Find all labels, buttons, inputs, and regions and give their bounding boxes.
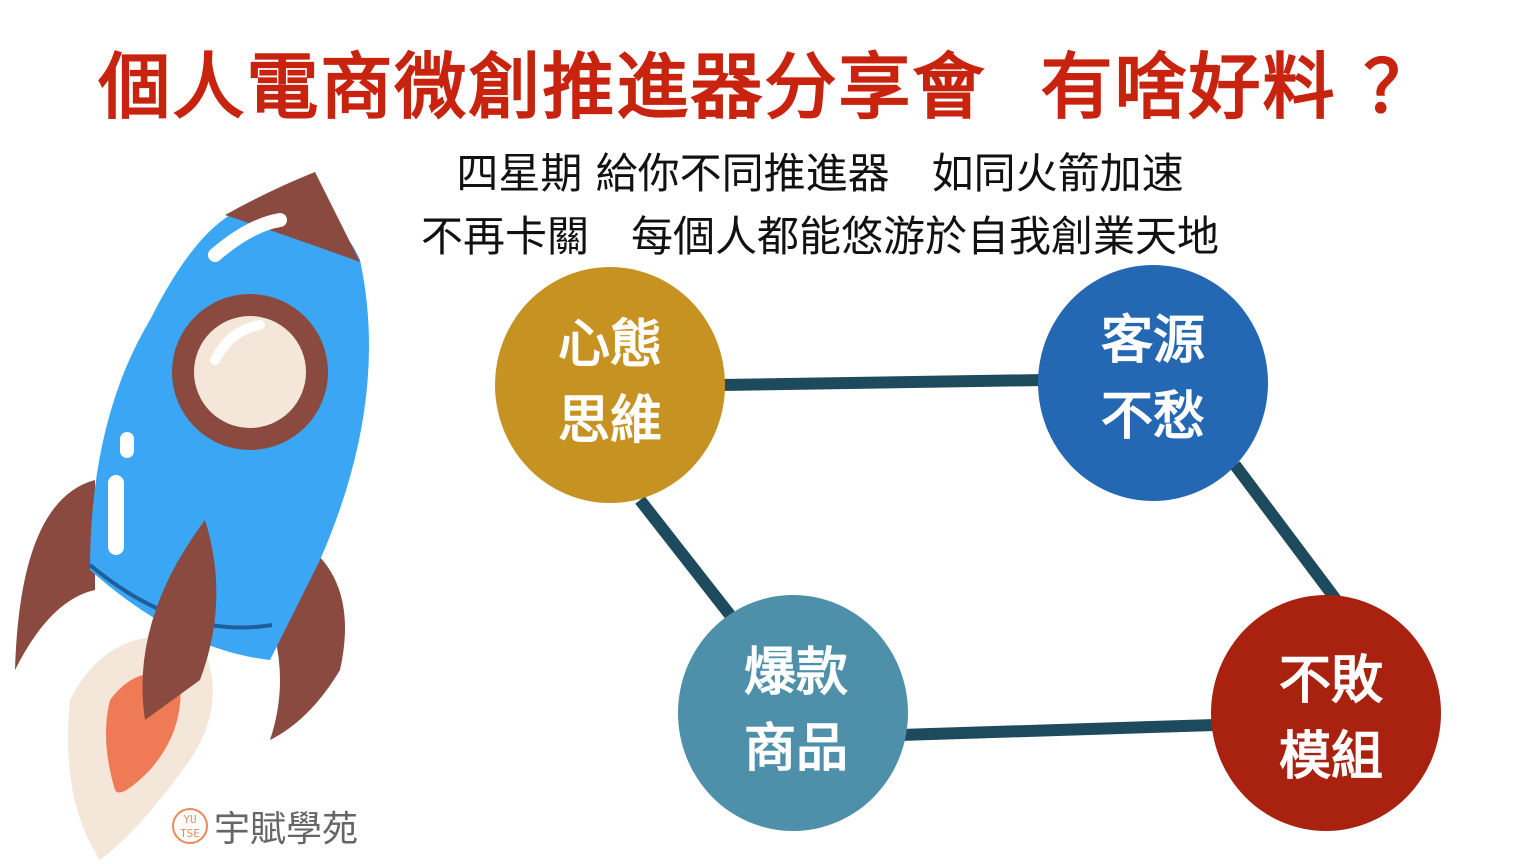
logo-top: YU	[183, 813, 197, 826]
porthole-shine	[210, 320, 265, 365]
node-circle-2	[1038, 265, 1268, 501]
rocket-nose	[225, 172, 360, 262]
node-line: 商品	[743, 719, 848, 779]
node-line: 心態	[557, 315, 662, 375]
node-line: 思維	[557, 391, 662, 451]
connector-2-4	[1230, 461, 1345, 609]
connectors	[635, 374, 1345, 741]
node-line: 不愁	[1100, 387, 1205, 447]
node-line: 模組	[1278, 727, 1383, 787]
node-label-customers: 客源不愁	[1038, 303, 1268, 455]
brand-name: 宇賦學苑	[214, 809, 359, 850]
node-label-mindset: 心態思維	[495, 307, 725, 459]
body-shine	[208, 213, 287, 262]
subtitle-line-2: 不再卡關 每個人都能悠游於自我創業天地	[420, 212, 1219, 261]
node-line: 不敗	[1278, 651, 1383, 711]
body-shine-dot	[120, 432, 134, 458]
rocket-illustration	[15, 172, 369, 860]
node-circle-4	[1211, 595, 1441, 831]
node-label-model: 不敗模組	[1216, 643, 1446, 795]
node-label-products: 爆款商品	[681, 635, 911, 787]
node-circles	[495, 265, 1441, 831]
body-shine-bar	[108, 475, 124, 555]
node-line: 爆款	[743, 643, 848, 703]
node-circle-3	[678, 595, 908, 831]
subtitle-line-1: 四星期 給你不同推進器 如同火箭加速	[456, 149, 1184, 198]
center-fin	[142, 520, 217, 720]
page-title: 個人電商微創推進器分享會 有啥好料 ？	[98, 45, 1438, 129]
connector-1-3	[635, 496, 735, 619]
node-circle-1	[495, 267, 725, 503]
node-line: 客源	[1100, 311, 1205, 371]
left-fin	[15, 480, 95, 670]
connector-3-4	[899, 719, 1216, 741]
logo-bottom: TSE	[180, 827, 200, 840]
connector-1-2	[719, 374, 1046, 391]
